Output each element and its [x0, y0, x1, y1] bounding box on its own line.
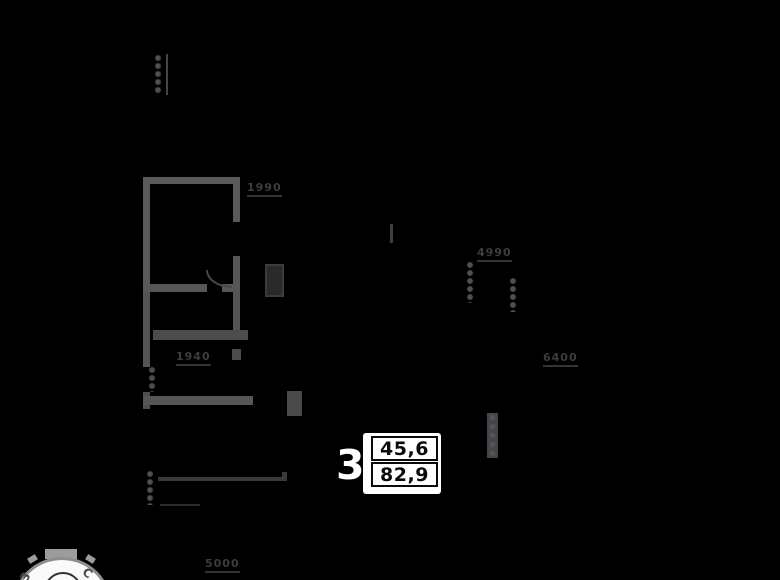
wall-segment — [143, 177, 150, 291]
compass-tick — [27, 554, 38, 564]
vent-shaft — [487, 413, 498, 458]
dimension-label: 1990 — [247, 182, 282, 197]
balcony-line — [158, 477, 287, 481]
wall-segment — [232, 349, 241, 360]
dimension-label: 1940 — [176, 351, 211, 366]
dimension-label: 4990 — [477, 247, 512, 262]
wall-segment — [233, 177, 240, 222]
dimension-label: 6400 — [543, 352, 578, 367]
wall-segment — [233, 256, 240, 292]
door-arc — [206, 270, 232, 288]
wall-segment — [143, 396, 253, 405]
unit-living-area: 45,6 — [371, 436, 438, 461]
window-symbol — [151, 54, 165, 95]
window-symbol — [145, 366, 159, 392]
balcony-line-faint — [160, 504, 200, 506]
wall-segment — [143, 177, 240, 184]
compass-tab — [45, 549, 77, 559]
wall-segment — [233, 291, 240, 330]
compass-tick — [85, 554, 96, 564]
wall-segment — [222, 284, 240, 292]
wall-segment — [153, 330, 248, 340]
wall-segment — [287, 391, 302, 416]
window-sill-line — [166, 54, 168, 95]
wall-mark — [390, 224, 393, 243]
dimension-label: 5000 — [205, 558, 240, 573]
duct-shaft — [265, 264, 284, 297]
wall-segment — [150, 284, 207, 292]
window-symbol — [506, 277, 520, 312]
unit-rooms-count: 3 — [336, 441, 365, 489]
balcony-line-end — [282, 472, 287, 481]
unit-area-badge[interactable]: 45,6 82,9 — [363, 433, 441, 494]
window-symbol — [143, 470, 157, 505]
unit-total-area: 82,9 — [371, 462, 438, 487]
wall-segment — [143, 291, 150, 367]
window-symbol — [463, 261, 477, 303]
